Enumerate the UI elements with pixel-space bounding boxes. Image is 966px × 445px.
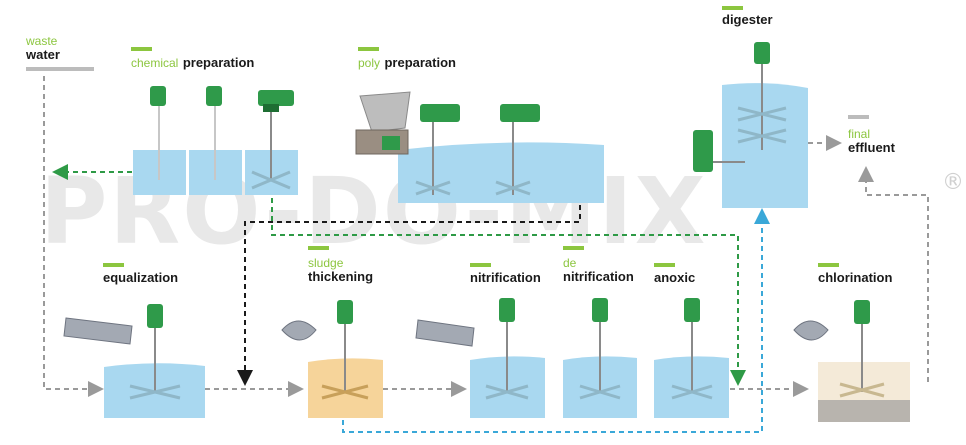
registered-mark: ®: [942, 170, 964, 195]
flow-lines-black: [237, 205, 581, 386]
equalization-tank: [63, 304, 205, 418]
label-de-nitrification-line2: nitrification: [563, 269, 634, 284]
label-chlorination: chlorination: [818, 271, 892, 285]
label-waste-water-line1: waste: [26, 34, 58, 48]
label-nitrification: nitrification: [470, 271, 541, 285]
label-anoxic-line2: anoxic: [654, 270, 696, 285]
anoxic-tank: [654, 298, 729, 418]
label-chemical-preparation: chemical preparation: [131, 55, 255, 71]
label-waste-water-line2: water: [26, 47, 60, 62]
label-chemical-preparation-line1: chemical: [131, 56, 179, 70]
poly-dosing-hopper: [355, 91, 411, 155]
poly-mixer-motors: [420, 104, 540, 122]
de-nitrification-tank: [563, 298, 637, 418]
label-sludge-thickening: sludge thickening: [308, 256, 373, 284]
label-poly-preparation: poly preparation: [358, 55, 456, 71]
label-chlorination-line2: chlorination: [818, 270, 893, 285]
label-waste-water: waste water: [26, 34, 60, 62]
label-sludge-thickening-line1: sludge: [308, 256, 344, 270]
flow-lines-gray: [43, 76, 929, 397]
label-final-effluent: final effluent: [848, 127, 895, 155]
chemical-mixer-motors: [150, 86, 294, 112]
label-de-nitrification: de nitrification: [563, 256, 634, 284]
label-digester-line2: digester: [722, 12, 773, 27]
label-final-effluent-line1: final: [848, 127, 871, 141]
chlorination-tank: [793, 300, 910, 422]
flow-lines-green: [52, 164, 746, 386]
chemical-preparation-tanks: [133, 104, 298, 195]
label-sludge-thickening-line2: thickening: [308, 269, 374, 284]
label-poly-preparation-line2: preparation: [384, 55, 456, 70]
digester-tank: [693, 42, 808, 208]
label-chemical-preparation-line2: preparation: [182, 55, 255, 70]
label-nitrification-line2: nitrification: [470, 270, 541, 285]
label-digester: digester: [722, 13, 773, 27]
label-accent-bars: [26, 6, 869, 267]
nitrification-tank: [415, 298, 545, 418]
label-final-effluent-line2: effluent: [848, 140, 895, 155]
label-equalization: equalization: [103, 271, 178, 285]
label-anoxic: anoxic: [654, 271, 695, 285]
label-poly-preparation-line1: poly: [358, 56, 381, 70]
sludge-thickening-tank: [281, 300, 383, 418]
flow-lines-blue: [342, 208, 770, 433]
poly-preparation-tank: [398, 120, 604, 203]
label-de-nitrification-line1: de: [563, 256, 577, 270]
label-equalization-line2: equalization: [103, 270, 179, 285]
